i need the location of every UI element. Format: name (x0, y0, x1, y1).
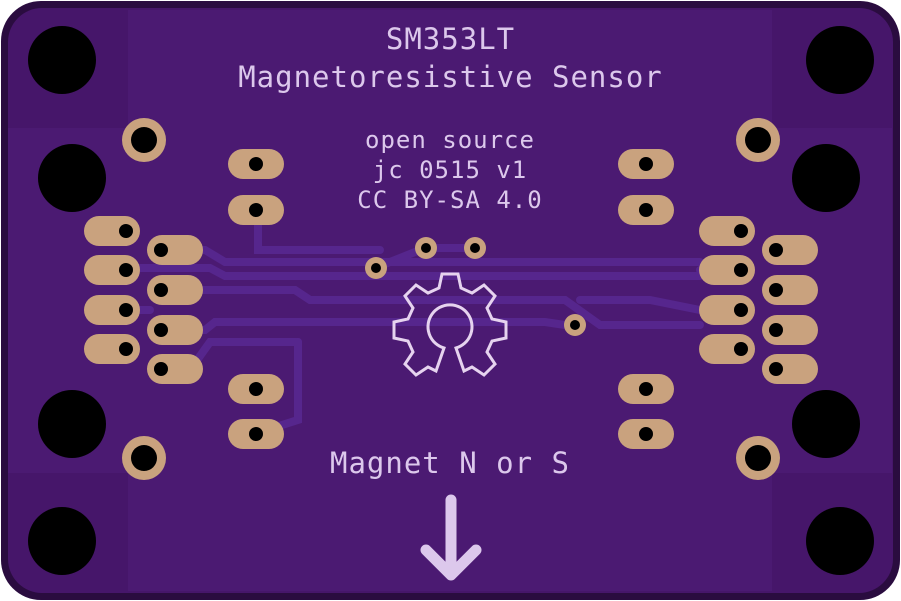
arrow-down-icon (420, 494, 482, 581)
mounting-hole-icon (806, 26, 874, 94)
vias (365, 237, 586, 336)
open-source-hardware-logo-icon (392, 272, 508, 377)
mounting-hole-icon (28, 507, 96, 575)
pad-drills (119, 157, 783, 441)
mounting-hole-icon (792, 144, 860, 212)
mounting-hole-icon (28, 26, 96, 94)
mounting-hole-icon (792, 390, 860, 458)
mounting-hole-icon (806, 507, 874, 575)
plated-holes (122, 118, 780, 480)
mounting-hole-icon (38, 390, 106, 458)
mounting-hole-icon (38, 144, 106, 212)
mounting-holes (28, 26, 874, 575)
